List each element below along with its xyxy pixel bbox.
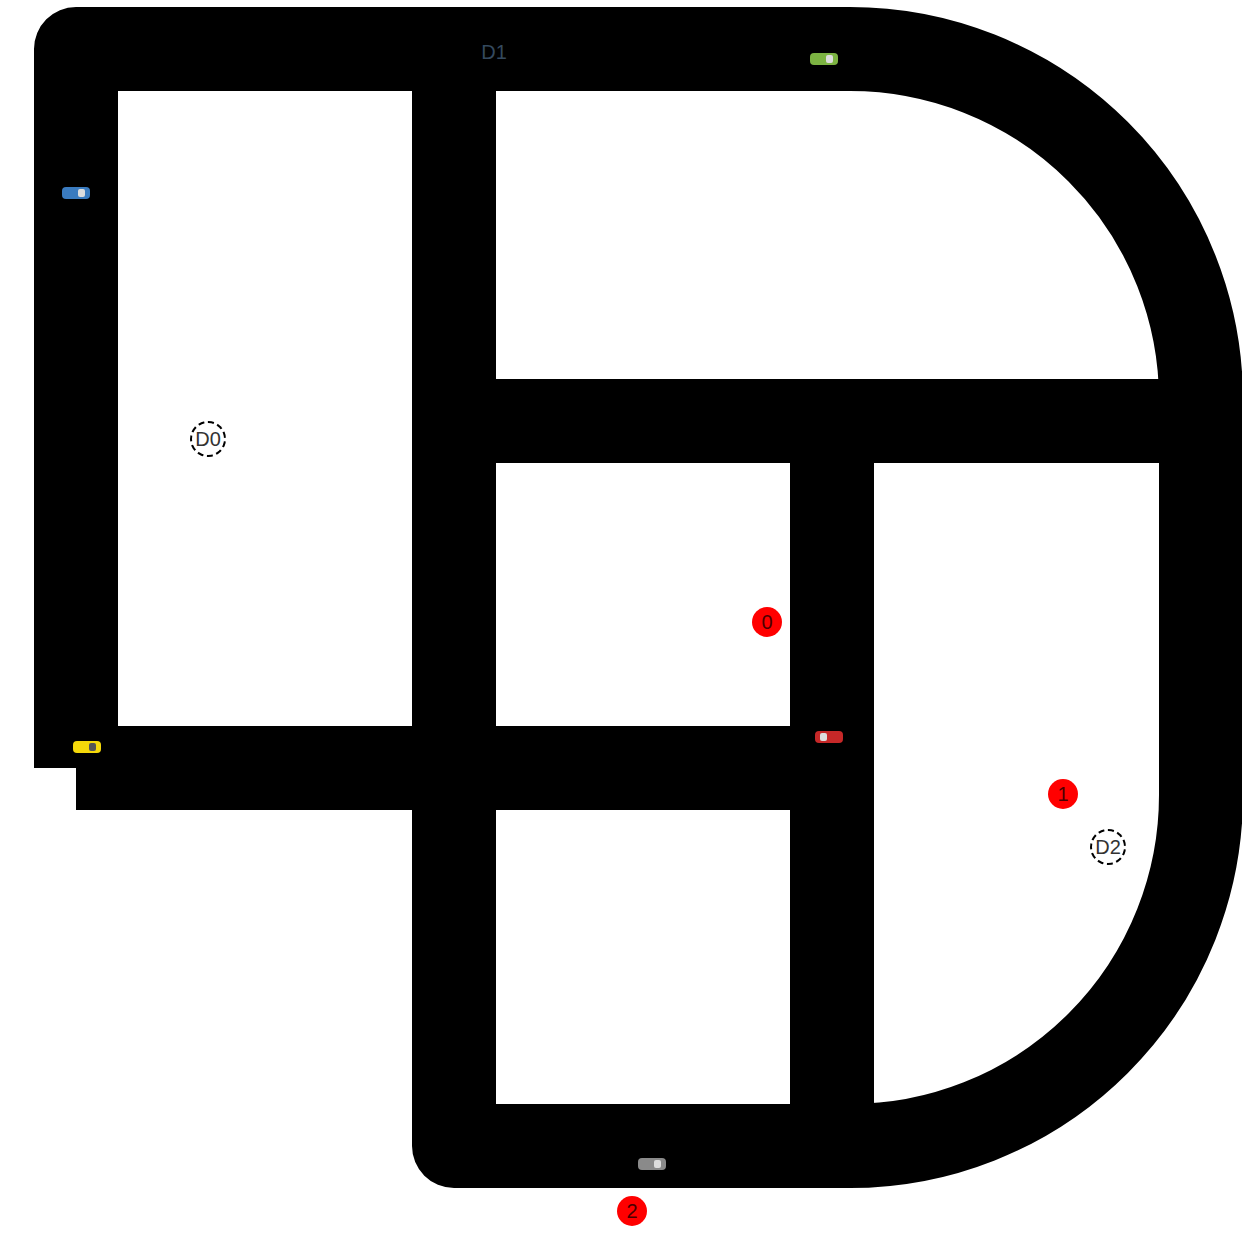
car-window [89, 743, 96, 751]
road [76, 726, 832, 810]
car [62, 187, 90, 199]
roads [76, 49, 1201, 1146]
marker-text: D2 [1095, 837, 1121, 857]
label-text: D1 [481, 41, 507, 63]
marker-text: 1 [1057, 784, 1068, 804]
map-label: D1 [481, 41, 507, 64]
car-body [810, 53, 838, 65]
marker-text: 2 [626, 1201, 637, 1221]
waypoint-number: 2 [617, 1196, 647, 1226]
marker-text: 0 [761, 612, 772, 632]
car-body [638, 1158, 666, 1170]
car [815, 731, 843, 743]
car [810, 53, 838, 65]
car-body [815, 731, 843, 743]
road [76, 49, 1201, 1146]
car-window [654, 1160, 661, 1168]
car-body [73, 741, 101, 753]
car [638, 1158, 666, 1170]
waypoint-number: 1 [1048, 779, 1078, 809]
car [73, 741, 101, 753]
road [790, 421, 874, 1146]
destination-marker: D2 [1090, 829, 1126, 865]
car-window [78, 189, 85, 197]
marker-text: D0 [195, 429, 221, 449]
car-body [62, 187, 90, 199]
destination-marker: D0 [190, 421, 226, 457]
car-window [820, 733, 827, 741]
car-window [826, 55, 833, 63]
waypoint-number: 0 [752, 607, 782, 637]
